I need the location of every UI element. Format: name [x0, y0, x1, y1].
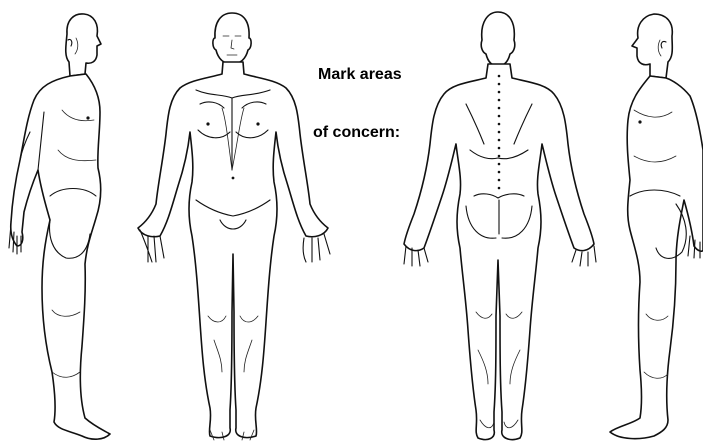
figure-back[interactable]: [404, 12, 596, 440]
figure-front[interactable]: [138, 13, 330, 440]
figure-right-side-profile[interactable]: [9, 14, 110, 439]
caption-line-1: Mark areas: [318, 67, 402, 83]
caption-line-2: of concern:: [313, 125, 400, 141]
spine-markers: [498, 75, 501, 190]
figure-left-side-profile[interactable]: [610, 14, 703, 439]
